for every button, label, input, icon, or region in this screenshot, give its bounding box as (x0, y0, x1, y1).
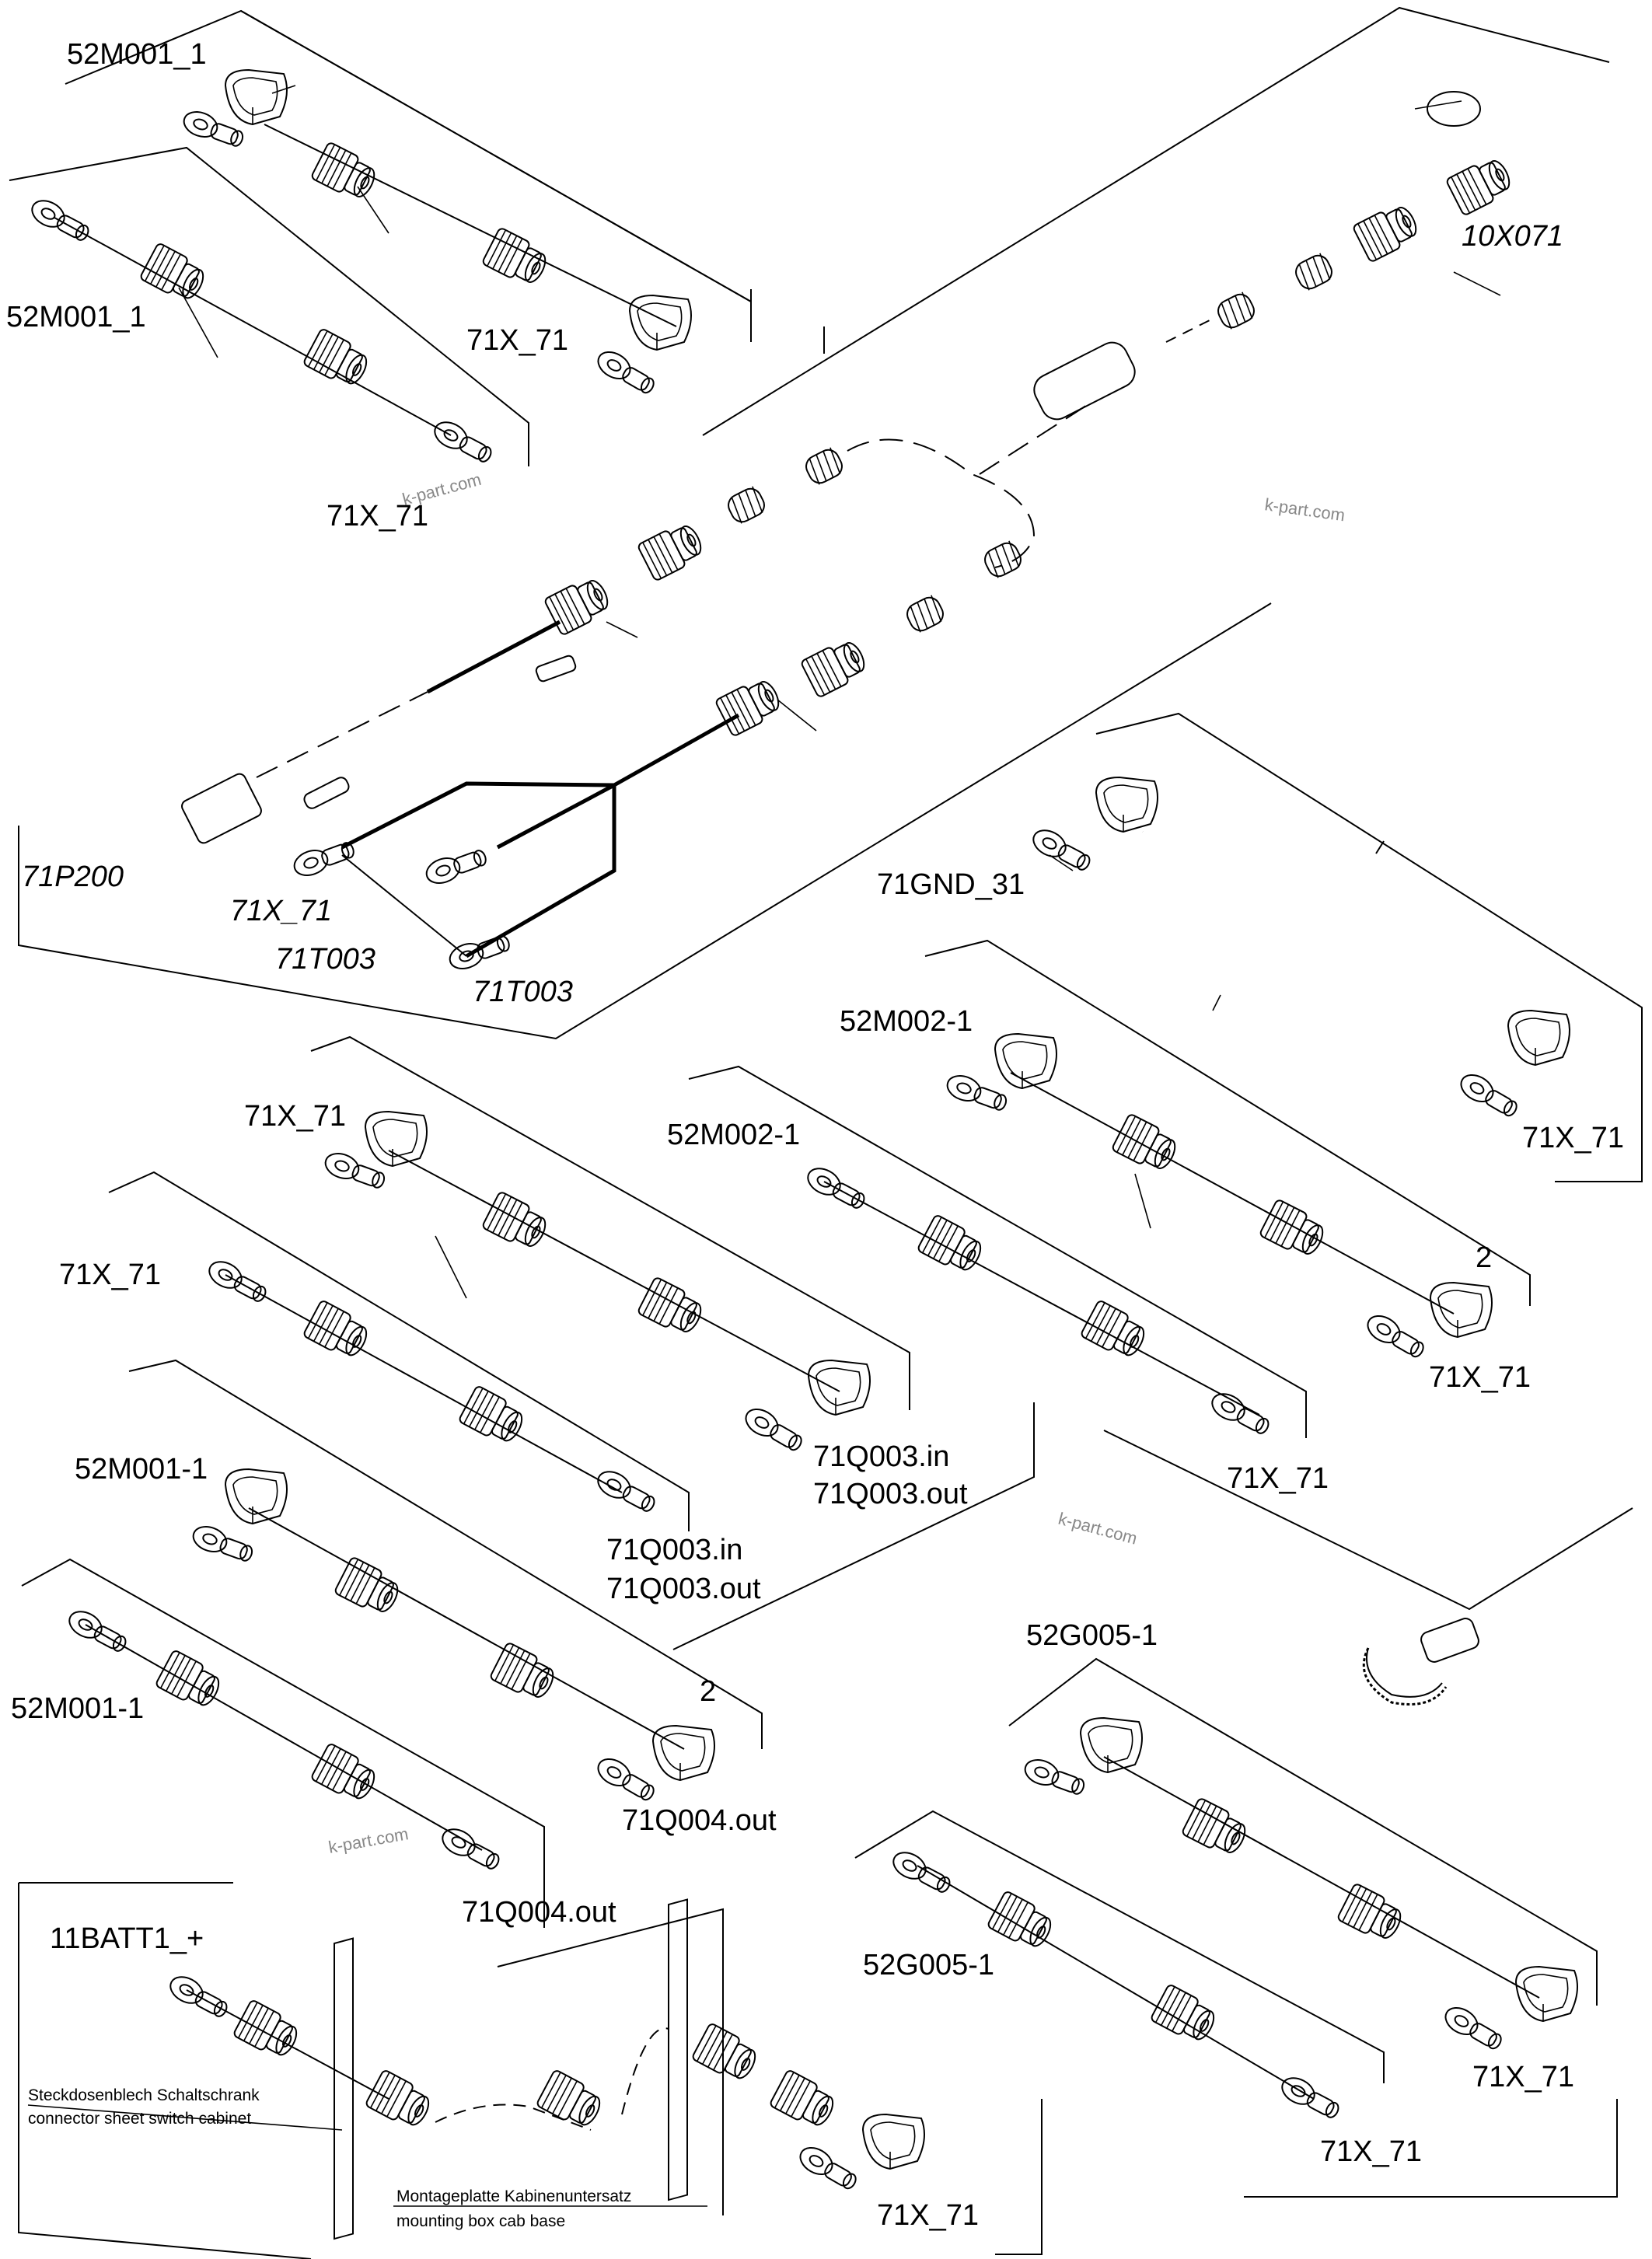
label-71t003-a: 71T003 (275, 943, 375, 976)
label-qty-2-a: 2 (1476, 1241, 1492, 1274)
label-71x71-g: 71X_71 (59, 1259, 161, 1291)
label-71gnd31: 71GND_31 (877, 868, 1025, 901)
label-71q003in-a: 71Q003.in (813, 1440, 949, 1473)
label-qty-2-b: 2 (700, 1675, 716, 1708)
note-cabinet-de: Steckdosenblech Schaltschrank (28, 2086, 260, 2104)
label-71x71-e: 71X_71 (244, 1100, 346, 1133)
label-71q003out-a: 71Q003.out (813, 1478, 968, 1510)
part-labels: 52M001_1 52M001_1 71X_71 71X_71 10X071 7… (6, 38, 1624, 2232)
label-71x71-i: 71X_71 (1472, 2061, 1574, 2093)
label-71x71-c: 71X_71 (230, 895, 332, 927)
note-cabinet-en: connector sheet switch cabinet (28, 2110, 251, 2128)
watermark-4: k-part.com (327, 1824, 410, 1857)
label-11batt1: 11BATT1_+ (50, 1922, 204, 1955)
label-71q004out-a: 71Q004.out (622, 1804, 777, 1837)
label-52g005-b: 52G005-1 (863, 1949, 994, 1981)
label-71t003-b: 71T003 (473, 976, 573, 1008)
note-mount-de: Montageplatte Kabinenuntersatz (396, 2187, 631, 2205)
label-52g005-a: 52G005-1 (1026, 1619, 1158, 1652)
label-71q003out-b: 71Q003.out (606, 1573, 761, 1605)
label-52m002-b: 52M002-1 (667, 1119, 800, 1151)
label-71x71-b: 71X_71 (327, 500, 428, 532)
watermark-3: k-part.com (1057, 1509, 1140, 1548)
assembly-frames (9, 6, 1643, 2259)
label-71x71-j: 71X_71 (1320, 2135, 1422, 2168)
label-71q003in-b: 71Q003.in (606, 1534, 742, 1566)
label-71x71-a: 71X_71 (466, 324, 568, 357)
annotation-notes: Steckdosenblech Schaltschrank connector … (27, 2086, 707, 2230)
label-52m001-a: 52M001_1 (67, 38, 207, 71)
label-52m001-d: 52M001-1 (11, 1692, 144, 1725)
label-71x71-f: 71X_71 (1429, 1361, 1531, 1394)
label-71p200: 71P200 (22, 861, 124, 893)
label-52m001-c: 52M001-1 (75, 1453, 208, 1486)
label-71x71-d: 71X_71 (1522, 1122, 1624, 1154)
label-71x71-k: 71X_71 (877, 2199, 979, 2232)
label-71q004out-b: 71Q004.out (462, 1896, 616, 1929)
cable-assemblies (26, 69, 1578, 2240)
label-52m002-a: 52M002-1 (840, 1005, 973, 1038)
leader-lines (178, 85, 1501, 1299)
note-mount-en: mounting box cab base (396, 2212, 565, 2230)
watermark-2: k-part.com (1263, 494, 1346, 525)
label-10x071: 10X071 (1462, 220, 1563, 253)
label-71x71-h: 71X_71 (1227, 1462, 1329, 1495)
label-52m001-b: 52M001_1 (6, 301, 146, 333)
